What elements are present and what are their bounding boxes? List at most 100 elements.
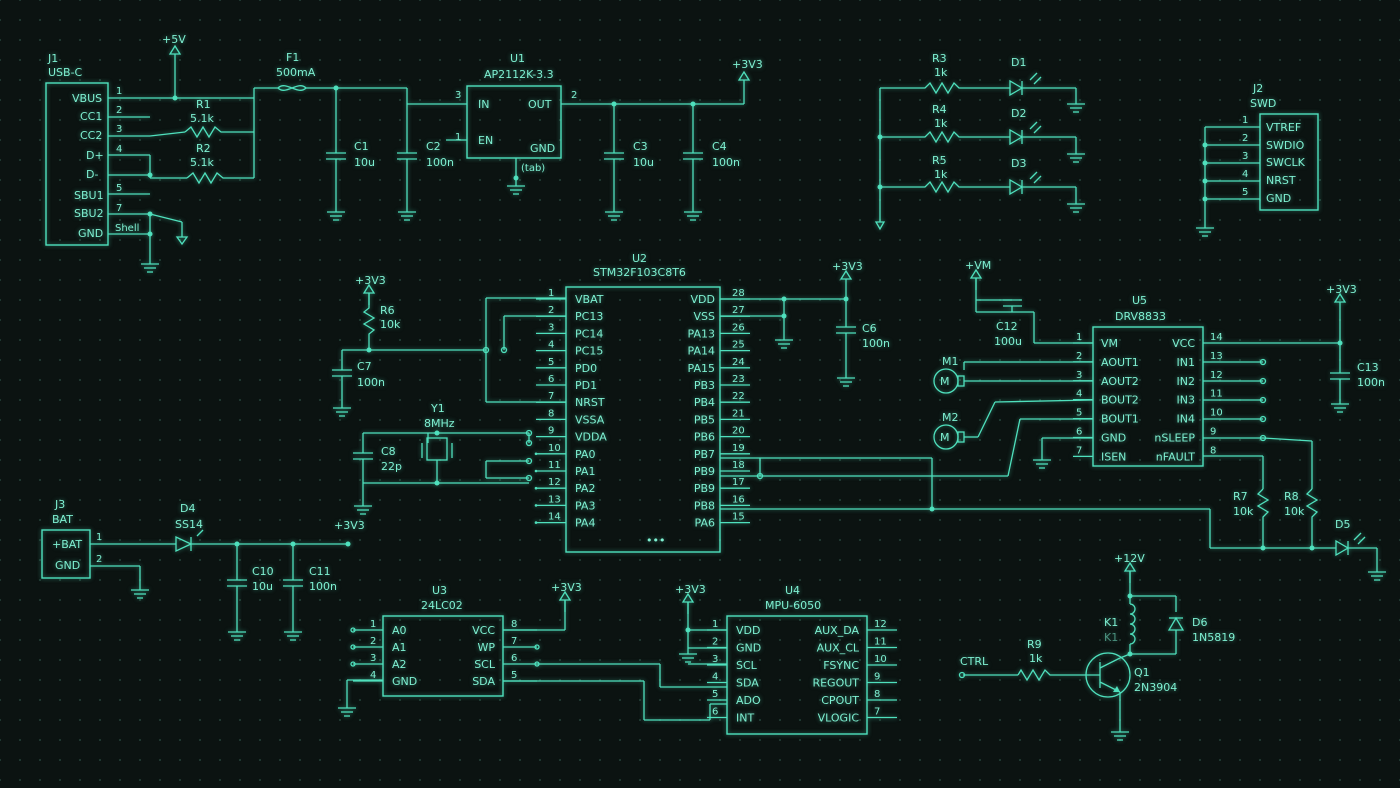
u2-left-num: 13 (548, 494, 561, 505)
d4-diode: D4 SS14 +3V3 (175, 502, 365, 553)
j1-usb-connector: J1 USB-C VBUS CC1 CC2 D+ D- SBU1 SBU2 GN… (45, 52, 189, 273)
f1-ref: F1 (286, 51, 299, 64)
u5-right-pin: IN3 (1177, 394, 1195, 407)
u2-left-pin: VDDA (575, 431, 607, 444)
u2-left-pin: PD1 (575, 379, 597, 392)
r1-ref: R1 (196, 98, 211, 111)
u5-motor-driver: U5 DRV8833 VM1AOUT12AOUT23BOUT24BOUT15GN… (1073, 294, 1223, 467)
u2-left-num: 11 (548, 460, 561, 471)
u2-left-pin: PC13 (575, 310, 603, 323)
u3-ref: U3 (432, 584, 447, 597)
u5-left-num: 3 (1076, 370, 1082, 381)
c1-capacitor: C1 10u (326, 88, 375, 221)
c7-ref: C7 (357, 360, 372, 373)
u2-left-num: 1 (548, 288, 554, 299)
power-3v3-label-4: +3V3 (1326, 283, 1357, 296)
u1-tab: (tab) (521, 163, 545, 174)
u2-more-pins: ••• (646, 534, 665, 547)
u1-num-1: 1 (455, 132, 461, 143)
y1-value: 8MHz (424, 417, 455, 430)
u2-right-pin: VDD (691, 293, 715, 306)
u3-right-pin: WP (477, 641, 495, 654)
d6-value: 1N5819 (1192, 631, 1235, 644)
u2-left-pin: PA4 (575, 517, 595, 530)
u5-left-pin: BOUT2 (1101, 394, 1139, 407)
u2-left-num: 14 (548, 512, 561, 523)
d3-ref: D3 (1011, 157, 1026, 170)
u5-right-num: 10 (1210, 408, 1223, 419)
u2-left-pin: PC14 (575, 327, 603, 340)
u1-regulator: U1 AP2112K-3.3 IN EN OUT GND 3 1 2 (tab) (455, 52, 577, 195)
u1-num-3: 3 (455, 90, 461, 101)
r3-value: 1k (934, 66, 948, 79)
j1-pin-dm: D- (86, 168, 98, 181)
j3-value: BAT (52, 513, 73, 526)
j3-battery-connector: J3 BAT +BAT GND 1 2 (41, 498, 176, 599)
u5-right-num: 12 (1210, 370, 1223, 381)
j2-num-5: 5 (1242, 187, 1248, 198)
r5-ref: R5 (932, 154, 947, 167)
u4-right-pin: AUX_CL (817, 642, 860, 655)
u5-left-num: 5 (1076, 408, 1082, 419)
j3-ref: J3 (54, 498, 65, 511)
u4-ref: U4 (785, 584, 800, 597)
j1-pin-sbu2: SBU2 (74, 207, 104, 220)
u3-right-num: 8 (511, 619, 517, 630)
j1-pin-cc1: CC1 (80, 110, 102, 123)
j2-num-4: 4 (1242, 169, 1248, 180)
r2-resistor: R2 5.1k (186, 142, 254, 185)
c10-capacitor: C10 10u (227, 544, 274, 641)
power-3v3-label-7: +3V3 (675, 583, 706, 596)
u4-left-pin: SCL (736, 659, 758, 672)
d5-ref: D5 (1335, 518, 1350, 531)
u2-right-num: 26 (732, 322, 745, 333)
c2-value: 100n (426, 156, 454, 169)
c6-ref: C6 (862, 322, 877, 335)
r3-ref: R3 (932, 52, 947, 65)
r2-ref: R2 (196, 142, 211, 155)
c3-ref: C3 (633, 140, 648, 153)
j3-num-1: 1 (96, 532, 102, 543)
u4-left-pin: GND (736, 642, 761, 655)
c8-ref: C8 (381, 445, 396, 458)
u2-right-num: 19 (732, 443, 745, 454)
u5-left-num: 7 (1076, 445, 1082, 456)
j1-value: USB-C (48, 66, 83, 79)
u1-value: AP2112K-3.3 (484, 68, 554, 81)
u2-supply: +3V3 C6 100n (720, 260, 890, 387)
u4-imu: U4 MPU-6050 VDD1GND2SCL3SDA4ADO5INT6AUX_… (675, 583, 897, 735)
j3-pin-bat: +BAT (52, 538, 82, 551)
u3-right-num: 7 (511, 636, 517, 647)
r6-value: 10k (380, 318, 401, 331)
r8-ref: R8 (1284, 490, 1299, 503)
r6-reset-pullup: +3V3 R6 10k C7 100n (332, 274, 490, 417)
j1-pin-dp: D+ (86, 149, 104, 162)
d6-ref: D6 (1192, 616, 1207, 629)
u5-left-num: 2 (1076, 351, 1082, 362)
c4-value: 100n (712, 156, 740, 169)
u2-right-pin: PB5 (694, 413, 715, 426)
u4-value: MPU-6050 (765, 599, 821, 612)
u2-right-pin: PA15 (688, 362, 715, 375)
j2-value: SWD (1250, 97, 1276, 110)
u4-left-num: 2 (712, 637, 718, 648)
r9-ref: R9 (1027, 638, 1042, 651)
u5-left-pin: BOUT1 (1101, 413, 1139, 426)
u2-left-num: 10 (548, 443, 561, 454)
j1-num-4: 4 (116, 144, 122, 155)
u4-right-num: 12 (874, 619, 887, 630)
u4-left-pin: SDA (736, 677, 759, 690)
u4-left-num: 4 (712, 672, 718, 683)
r7-resistor: R7 10k (1233, 488, 1270, 548)
c10-ref: C10 (252, 565, 274, 578)
c10-value: 10u (252, 580, 273, 593)
r1-value: 5.1k (190, 112, 214, 125)
power-3v3-label-2: +3V3 (355, 274, 386, 287)
u1-pin-in: IN (478, 98, 489, 111)
u2-left-pin: PA2 (575, 482, 595, 495)
d4-ref: D4 (180, 502, 195, 515)
u2-left-pin: PA0 (575, 448, 595, 461)
u3-left-pin: GND (392, 675, 417, 688)
u5-gnd (1032, 437, 1093, 469)
